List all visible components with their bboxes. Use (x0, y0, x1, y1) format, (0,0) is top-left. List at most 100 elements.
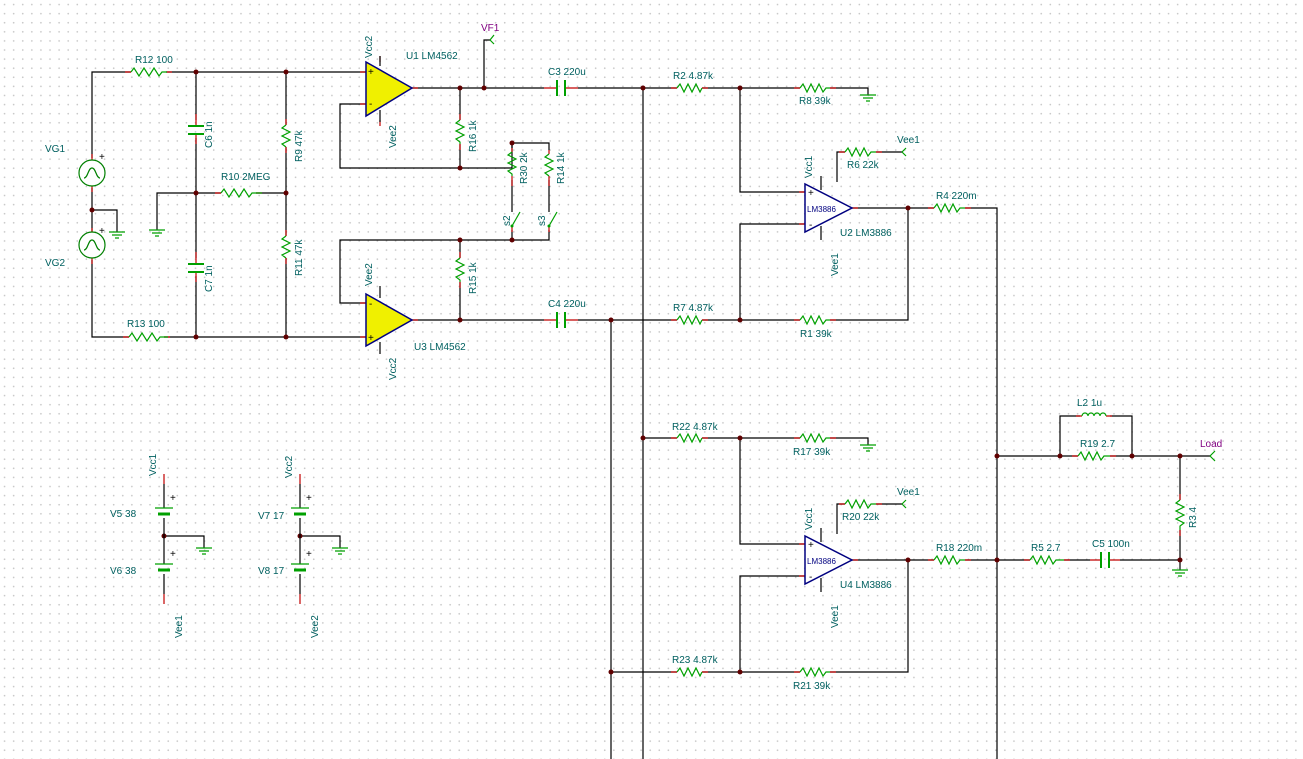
source-vg2[interactable]: + VG2 (45, 226, 106, 269)
resistor-r7[interactable]: R7 4.87k (671, 303, 714, 326)
battery-v5[interactable]: + Vcc1 V5 38 (110, 453, 176, 536)
wire (739, 223, 805, 320)
capacitor-c3[interactable]: C3 220u (544, 67, 586, 96)
source-vg1[interactable]: + VG1 (45, 144, 106, 192)
component-label: C3 220u (548, 67, 586, 78)
wire (830, 87, 869, 95)
component-label: C7 1n (204, 265, 215, 292)
junction-dot (737, 85, 743, 91)
capacitor-c7[interactable]: C7 1n (188, 252, 215, 292)
svg-text:+: + (99, 226, 105, 237)
svg-text:-: - (369, 299, 372, 310)
junction-dot (1177, 557, 1183, 563)
junctions (89, 69, 1183, 675)
wire (830, 437, 869, 445)
resistor-r16[interactable]: R16 1k (454, 114, 479, 152)
probe-flag-icon (1209, 450, 1216, 462)
junction-dot (905, 205, 911, 211)
probe-vf1[interactable]: VF1 (481, 23, 500, 45)
opamp-u2[interactable]: + - LM3886 Vcc1 Vee1 U2 LM3886 (799, 155, 892, 276)
junction-dot (457, 85, 463, 91)
resistor-r6[interactable]: R6 22k (839, 146, 882, 171)
battery-v7[interactable]: + Vcc2 V7 17 (258, 455, 312, 536)
resistor-r9[interactable]: R9 47k (280, 119, 305, 162)
junction-dot (905, 557, 911, 563)
component-label: R8 39k (799, 96, 832, 107)
resistor-r11[interactable]: R11 47k (280, 230, 305, 276)
resistor-r23[interactable]: R23 4.87k (671, 655, 719, 678)
resistor-r14[interactable]: R14 1k (543, 150, 567, 184)
wire (965, 207, 998, 759)
junction-dot (1057, 453, 1063, 459)
rail-label: Vee1 (897, 487, 920, 498)
component-label: R17 39k (793, 447, 831, 458)
component-label: U4 LM3886 (840, 580, 892, 591)
probe-load[interactable]: Load (1200, 439, 1222, 462)
ground-icon (332, 547, 348, 555)
rail-flags: Vee1 Vee1 (897, 135, 920, 509)
switch-s2[interactable]: s2 (502, 180, 521, 232)
wire (739, 438, 805, 545)
component-label: R22 4.87k (672, 422, 719, 433)
opamp-u4[interactable]: + - LM3886 Vcc1 Vee1 U4 LM3886 (799, 507, 892, 628)
resistor-r1[interactable]: R1 39k (794, 314, 836, 340)
battery-v8[interactable]: + Vee2 V8 17 (258, 536, 321, 638)
component-label: U3 LM4562 (414, 342, 466, 353)
resistor-r17[interactable]: R17 39k (793, 432, 836, 458)
resistor-r19[interactable]: R19 2.7 (1072, 439, 1116, 462)
resistor-r30[interactable]: R30 2k (506, 148, 530, 184)
wire (300, 535, 341, 548)
junction-dot (994, 453, 1000, 459)
component-label: R9 47k (294, 129, 305, 162)
resistor-r12[interactable]: R12 100 (125, 55, 173, 78)
svg-text:+: + (808, 540, 814, 551)
capacitor-c4[interactable]: C4 220u (544, 299, 586, 328)
resistor-r15[interactable]: R15 1k (454, 252, 479, 294)
ground-symbols (109, 94, 1188, 577)
inductor-l2[interactable]: L2 1u (1076, 398, 1112, 417)
resistor-r13[interactable]: R13 100 (123, 319, 170, 343)
resistor-r21[interactable]: R21 39k (793, 666, 836, 692)
ground-icon (196, 547, 212, 555)
probe-label: VF1 (481, 23, 500, 34)
ground-icon (109, 231, 125, 239)
resistor-r22[interactable]: R22 4.87k (671, 422, 719, 444)
rail-flag-icon (901, 147, 907, 157)
resistor-r4[interactable]: R4 220m (928, 191, 977, 214)
capacitor-c5[interactable]: C5 100n (1090, 539, 1130, 568)
battery-v6[interactable]: + Vee1 V6 38 (110, 536, 185, 638)
component-label: U1 LM4562 (406, 51, 458, 62)
resistor-r8[interactable]: R8 39k (794, 82, 836, 107)
resistor-r10[interactable]: R10 2MEG (215, 172, 271, 199)
component-label: C5 100n (1092, 539, 1130, 550)
wire (483, 39, 490, 88)
wire (1110, 415, 1133, 456)
opamp-u3[interactable]: - + Vee2 Vcc2 U3 LM4562 (360, 263, 466, 380)
resistor-r3[interactable]: R3 4 (1174, 494, 1199, 536)
resistor-r2[interactable]: R2 4.87k (671, 71, 714, 94)
resistor-r18[interactable]: R18 220m (928, 543, 982, 566)
opamp-u1[interactable]: + - Vcc2 Vee2 U1 LM4562 (360, 35, 458, 148)
resistor-r5[interactable]: R5 2.7 (1024, 543, 1070, 566)
source-label: VG2 (45, 258, 65, 269)
component-label: V6 38 (110, 566, 137, 577)
junction-dot (193, 334, 199, 340)
svg-text:-: - (809, 220, 812, 231)
component-label: s3 (537, 215, 548, 226)
capacitor-c6[interactable]: C6 1n (188, 114, 215, 148)
component-label: R11 47k (294, 238, 305, 276)
component-label: L2 1u (1077, 398, 1102, 409)
rail-label: Vcc2 (364, 35, 375, 58)
switch-s3[interactable]: s3 (537, 180, 558, 232)
component-label: R19 2.7 (1080, 439, 1115, 450)
junction-dot (1177, 453, 1183, 459)
svg-text:+: + (368, 333, 374, 344)
rail-label: Vcc1 (804, 507, 815, 530)
wire (830, 560, 909, 673)
resistor-r20[interactable]: R20 22k (839, 498, 882, 523)
junction-dot (481, 85, 487, 91)
junction-dot (283, 69, 289, 75)
ground-icon (1172, 569, 1188, 577)
rail-label: Vee1 (830, 253, 841, 276)
